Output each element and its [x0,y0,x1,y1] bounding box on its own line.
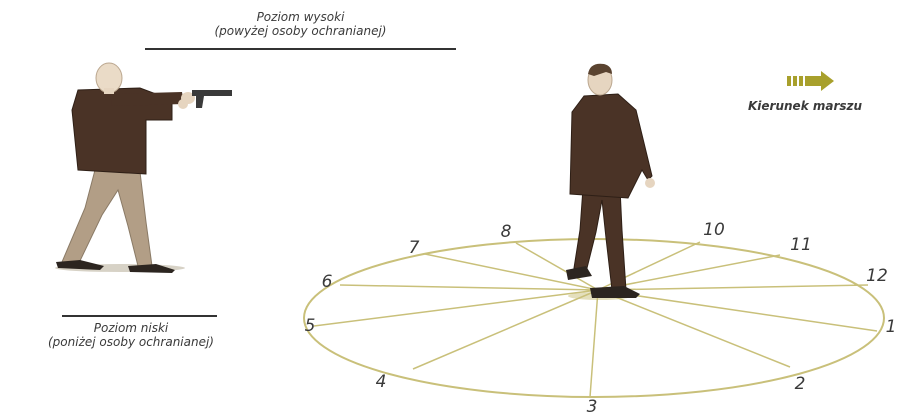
clock-spokes [313,241,878,398]
clock-ellipse-group [303,238,885,398]
clock-number-7: 7 [408,238,420,258]
clock-number-8: 8 [500,222,512,242]
high-level-subtitle: (powyżej osoby ochranianej) [214,24,387,38]
low-level-label: Poziom niski (poniżej osoby ochranianej) [0,321,262,349]
clock-number-1: 1 [885,317,897,337]
direction-arrow-icon [787,71,834,91]
clock-number-11: 11 [790,235,812,255]
direction-label: Kierunek marszu [748,99,863,113]
clock-number-12: 12 [866,266,888,286]
clock-number-4: 4 [375,372,387,392]
low-level-title: Poziom niski [93,321,169,335]
low-level-subtitle: (poniżej osoby ochranianej) [47,335,214,349]
clock-number-6: 6 [321,272,333,292]
clock-number-2: 2 [794,374,806,394]
shooter-figure [55,62,232,273]
high-level-label: Poziom wysoki (powyżej osoby ochranianej… [145,10,456,38]
clock-number-10: 10 [703,220,725,240]
clock-number-3: 3 [586,397,598,417]
protected-person-figure [566,63,655,300]
clock-number-5: 5 [304,316,316,336]
high-level-title: Poziom wysoki [256,10,345,24]
